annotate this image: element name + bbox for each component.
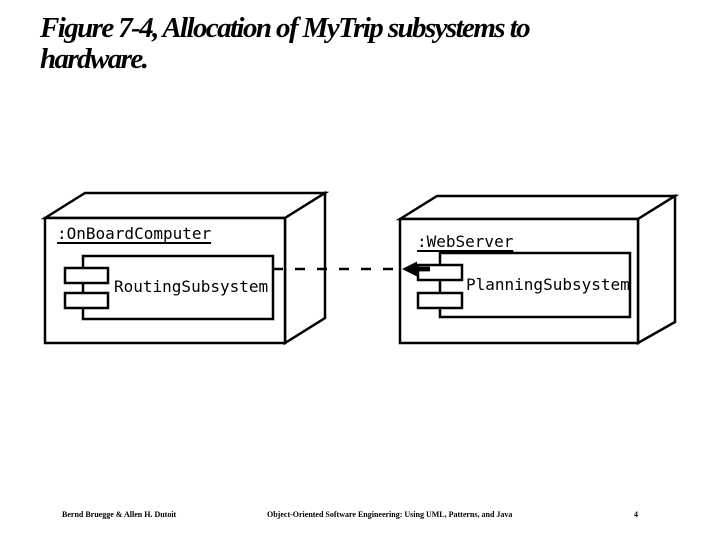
- component-body: [81, 254, 275, 321]
- component-label-routing-subsystem: RoutingSubsystem: [114, 277, 269, 296]
- slide-title: Figure 7-4, Allocation of MyTrip subsyst…: [40, 12, 531, 75]
- component-label-planning-subsystem: PlanningSubsystem: [466, 275, 630, 294]
- component-planning-subsystem-icon: [416, 251, 632, 319]
- footer-page-number: 4: [634, 510, 638, 519]
- dependency-arrowhead-icon: [402, 261, 430, 277]
- component-tab-bottom: [416, 291, 464, 310]
- component-tab-bottom: [63, 291, 110, 310]
- component-routing-subsystem-icon: [63, 254, 275, 321]
- footer-authors: Bernd Bruegge & Allen H. Dutoit: [62, 510, 177, 519]
- node-top-face: [395, 194, 680, 221]
- node-label-onboardcomputer: :OnBoardComputer: [57, 224, 212, 243]
- node-label-webserver: :WebServer: [417, 232, 514, 251]
- node-right-face: [636, 193, 677, 346]
- component-tab-top: [63, 266, 110, 285]
- node-top-face: [40, 191, 330, 220]
- component-body: [438, 251, 632, 319]
- footer-book-title: Object-Oriented Software Engineering: Us…: [267, 510, 513, 519]
